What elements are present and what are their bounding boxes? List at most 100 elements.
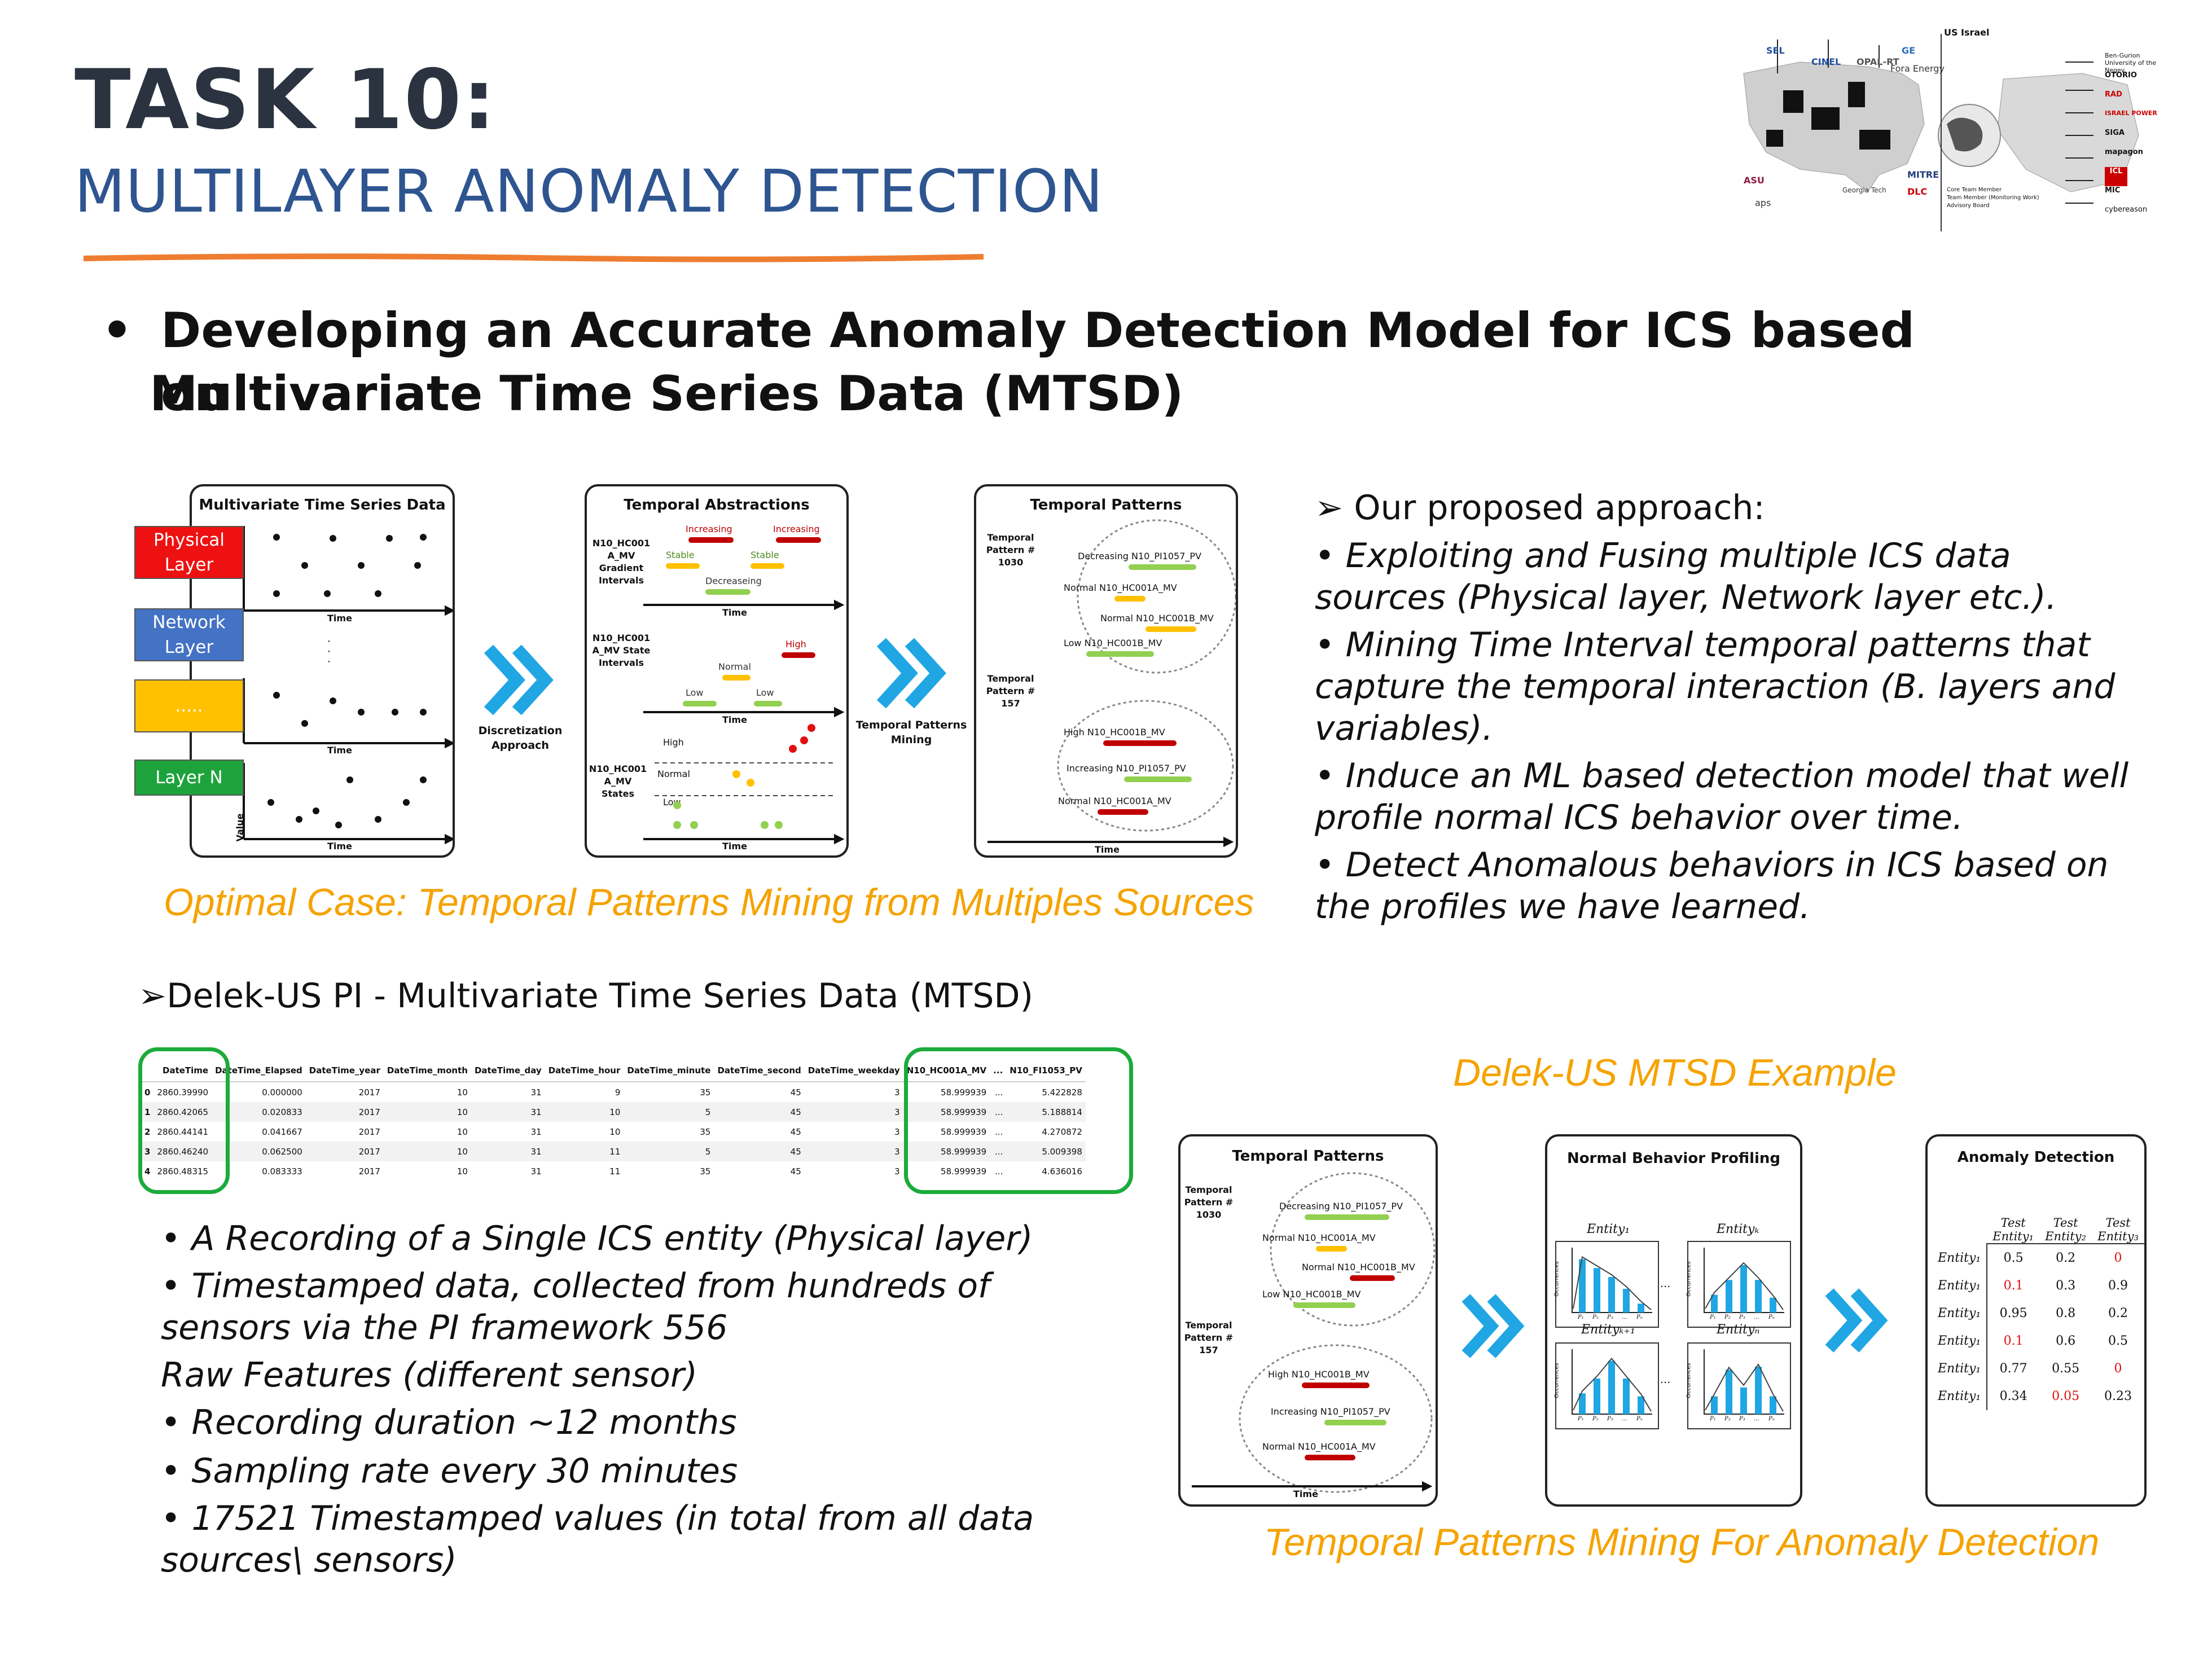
logo-aps: aps <box>1755 198 1771 208</box>
slide-title: TASK 10: <box>74 52 497 148</box>
fig2-pattern1-bar-3 <box>1350 1275 1395 1281</box>
fig2-tp-axis-time: Time <box>1293 1489 1318 1499</box>
level-high: High <box>663 737 684 748</box>
histogram-x-tick: P₁ <box>1578 1314 1584 1320</box>
df-cell: 5.188814 <box>1006 1102 1086 1122</box>
histogram-bar <box>1594 1268 1600 1313</box>
approach-item-2: • Mining Time Interval temporal patterns… <box>1315 625 2116 748</box>
profiling-ellipsis-2: ... <box>1660 1373 1671 1386</box>
histogram-x-tick: Pₙ <box>1768 1416 1775 1422</box>
df-cell: 9 <box>615 1087 621 1098</box>
logo-mitre: MITRE <box>1907 169 1939 180</box>
state-normal: Normal <box>718 661 751 672</box>
anomaly-row-label: Entity₁ <box>1932 1244 1988 1272</box>
pattern1-item-4: Low N10_HC001B_MV <box>1064 638 1162 648</box>
histogram-bar <box>1623 1289 1630 1313</box>
anomaly-col: Test Entity₃ <box>2092 1215 2144 1244</box>
df-cell: 31 <box>530 1126 542 1137</box>
legend-advisory: Advisory Board <box>1947 203 1990 209</box>
anomaly-detection-panel: Anomaly Detection Test Entity₁ Test Enti… <box>1925 1134 2147 1507</box>
mtsd-note-2: • Timestamped data, collected from hundr… <box>161 1266 990 1348</box>
anomaly-score-cell: 0.05 <box>2052 1389 2080 1403</box>
map-label-israel: Israel <box>1961 27 1990 38</box>
fig2-pattern1-bar-2 <box>1316 1246 1347 1252</box>
logo-rad: RAD <box>2105 90 2122 99</box>
entity-n-label: Entityₙ <box>1717 1323 1760 1337</box>
fig2-pattern2-item-3: Normal N10_HC001A_MV <box>1262 1441 1376 1452</box>
histogram-x-tick: P₂ <box>1592 1314 1599 1320</box>
anomaly-score-cell: 0.23 <box>2104 1389 2132 1403</box>
arrow-bullet-icon: ➢ <box>1315 488 1354 528</box>
df-col: DateTime_year <box>305 1060 384 1082</box>
histogram-bars <box>1572 1248 1652 1313</box>
df-cell: 35 <box>700 1126 711 1137</box>
anomaly-score-cell: 0.5 <box>2003 1251 2024 1265</box>
histogram-bar <box>1638 1396 1644 1414</box>
datetime-highlight-box <box>138 1047 230 1194</box>
chevron-right-icon-4 <box>1825 1288 1888 1353</box>
pattern2-item-1: High N10_HC001B_MV <box>1064 727 1165 738</box>
histogram-x-tick: P₂ <box>1592 1416 1599 1422</box>
bar-increasing-2 <box>776 537 821 543</box>
anomaly-score-cell: 0.2 <box>2108 1306 2128 1320</box>
df-cell: 3 <box>894 1166 900 1177</box>
df-cell: 11 <box>545 1142 624 1161</box>
df-cell: 5 <box>624 1102 714 1122</box>
fig2-pattern1-item-2: Normal N10_HC001A_MV <box>1262 1232 1376 1243</box>
approach-item-3: • Induce an ML based detection model tha… <box>1315 756 2129 837</box>
histogram-bar <box>1740 1265 1747 1313</box>
df-col: DateTime_minute <box>624 1060 714 1082</box>
histogram-bar <box>1711 1396 1718 1414</box>
df-cell: 10 <box>383 1142 471 1161</box>
df-cell: 58.999939 <box>903 1102 990 1122</box>
state-decreasing: Decreaseing <box>705 576 762 586</box>
histogram-bar <box>1755 1367 1762 1414</box>
pattern2-label: Temporal Pattern # 157 <box>986 673 1035 709</box>
mtsd-panel-title: Multivariate Time Series Data <box>199 497 446 514</box>
df-cell: 0 <box>144 1087 151 1098</box>
fig2-tp-title: Temporal Patterns <box>1232 1148 1384 1165</box>
logo-opal-rt: OPAL-RT <box>1856 56 1899 67</box>
fig2-temporal-patterns-panel: Temporal Patterns Temporal Pattern # 103… <box>1178 1134 1438 1507</box>
arrow-bullet-icon: ➢ <box>138 976 167 1016</box>
fig2-pattern-ellipses <box>1192 1172 1436 1493</box>
mtsd-note-3: Raw Features (different sensor) <box>161 1355 698 1395</box>
pattern2-bar-2 <box>1124 776 1192 782</box>
anomaly-score-cell: 0 <box>2114 1362 2122 1376</box>
histogram-y-label: Occurrences <box>1553 1261 1560 1297</box>
anomaly-score-cell: 0.34 <box>1999 1389 2027 1403</box>
bar-normal <box>722 675 750 681</box>
logo-georgia-tech: Georgia Tech <box>1842 186 1886 194</box>
anomaly-col: Test Entity₁ <box>1987 1215 2040 1244</box>
temporal-abstractions-panel: Temporal Abstractions N10_HC001 A_MV Gra… <box>585 484 849 858</box>
mtsd-scatter-plots <box>243 526 453 845</box>
anomaly-score-cell: 0 <box>2114 1251 2122 1265</box>
histogram-bar <box>1594 1379 1600 1414</box>
histogram-bars <box>1572 1349 1652 1415</box>
logo-dlc: DLC <box>1907 186 1928 197</box>
histogram-bar <box>1579 1259 1586 1313</box>
approach-item-1: • Exploiting and Fusing multiple ICS dat… <box>1315 536 2057 617</box>
legend-member: Team Member (Monitoring Work) <box>1947 195 2039 201</box>
logo-cybereason: cybereason <box>2105 205 2148 214</box>
histogram-y-label: Occurrences <box>1686 1363 1692 1398</box>
df-cell: ... <box>994 1087 1003 1098</box>
histogram-bar <box>1608 1360 1615 1414</box>
temporal-abstractions-title: Temporal Abstractions <box>624 497 810 514</box>
pattern1-label: Temporal Pattern # 1030 <box>986 532 1035 568</box>
df-cell: 5.009398 <box>1006 1142 1086 1161</box>
df-cell: 31 <box>530 1166 542 1177</box>
logo-icl: ICL <box>2105 167 2127 186</box>
logo-israel-power: ISRAEL POWER <box>2105 109 2157 117</box>
histogram-x-tick: P₃ <box>1607 1416 1613 1422</box>
anomaly-score-table: Test Entity₁ Test Entity₂ Test Entity₃ E… <box>1932 1215 2144 1410</box>
df-cell: 58.999939 <box>941 1166 987 1177</box>
mtsd-axis-time-3: Time <box>327 841 352 852</box>
